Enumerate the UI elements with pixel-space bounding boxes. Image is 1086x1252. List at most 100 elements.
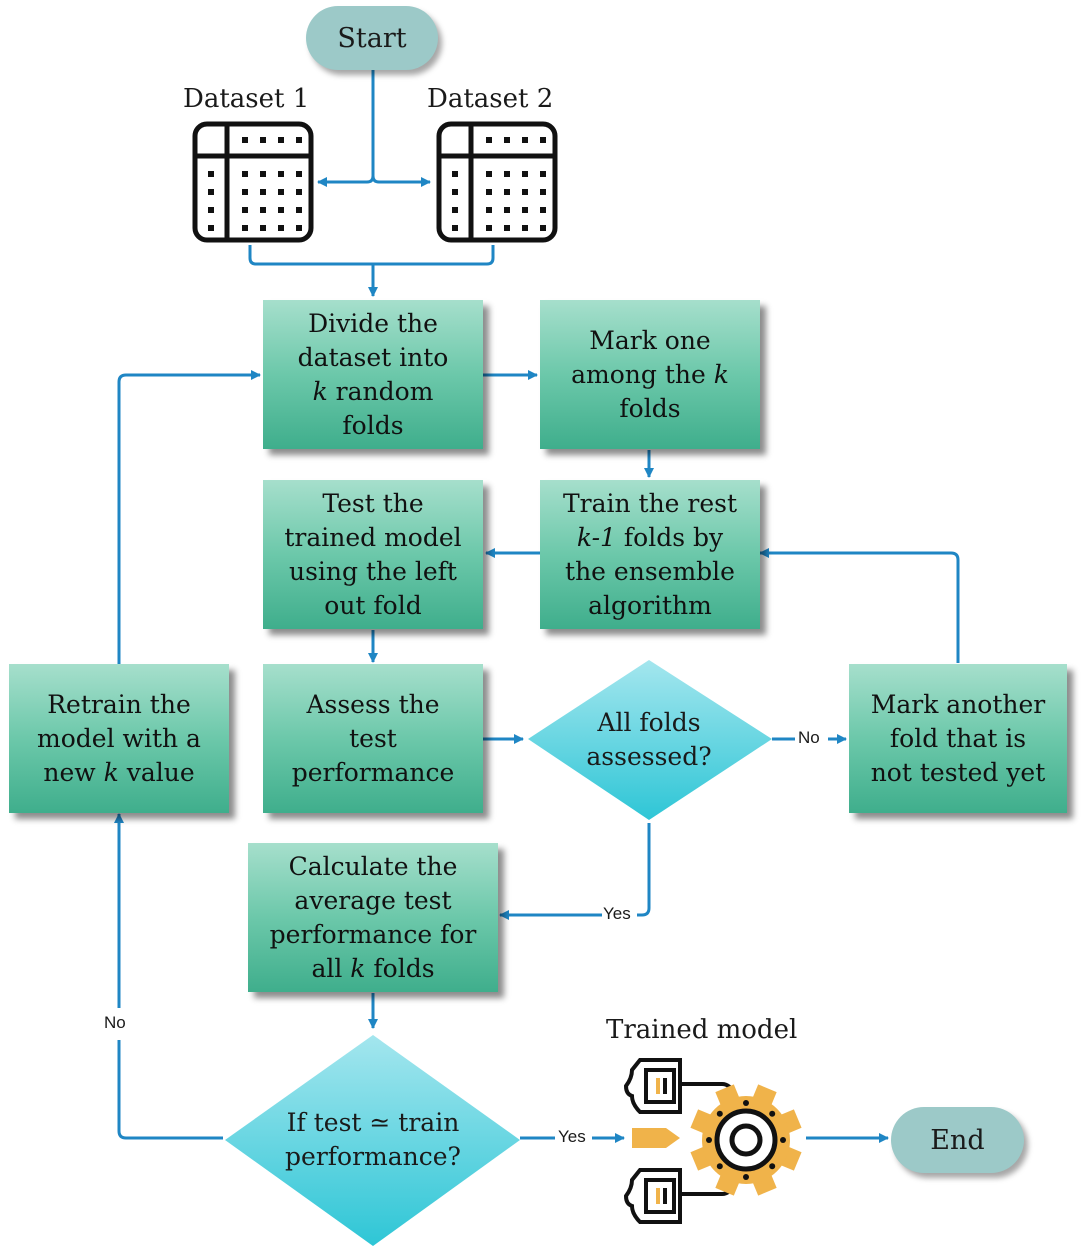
step-text: among the [571,359,714,389]
dataset-cell-dot [208,225,214,231]
dataset-cell-dot [540,225,546,231]
step-mark-one-fold: Mark one among the k folds [540,300,760,449]
dataset-cell-dot [522,171,528,177]
step-text: Test the [322,488,424,518]
step-text: folds [342,410,404,440]
dataset-cell-dot [260,189,266,195]
end-label: End [930,1124,985,1156]
dataset-cell-dot [486,225,492,231]
step-text: Retrain the [47,689,191,719]
step-assess-performance: Assess the test performance [263,664,483,813]
step-divide-dataset: Divide the dataset into k random folds [263,300,483,449]
step-text: Assess the [306,689,440,719]
gear-dot [716,1163,723,1170]
step-text: Calculate the [288,851,458,881]
step-text: test [349,723,397,753]
step-text: using the left [289,556,457,586]
step-text: fold that is [889,723,1027,753]
dataset-cell-dot [504,225,510,231]
step-text: Train the rest [562,488,738,518]
dataset-cell-dot [278,189,284,195]
decision-text: performance? [285,1142,461,1171]
gear-dot [743,1174,749,1180]
dataset-cell-dot [522,189,528,195]
gear-dot [780,1137,786,1143]
step-retrain-model: Retrain the model with a new k value [9,664,229,813]
dataset-cell-dot [260,137,266,143]
dataset-cell-dot [540,137,546,143]
step-text: dataset into [297,342,449,372]
dataset-cell-dot [522,207,528,213]
decision-text: All folds [597,708,701,737]
step-text: folds [365,953,435,983]
dataset-cell-dot [486,137,492,143]
edge-label-yes-test-train: Yes [557,1127,587,1146]
step-train-rest: Train the rest k-1 folds by the ensemble… [540,480,760,629]
dataset-cell-dot [504,207,510,213]
end-terminal: End [891,1107,1024,1173]
edge-markanother-train [759,548,960,663]
edge-dataset-merge [248,245,495,266]
step-text: trained model [284,522,462,552]
dataset-cell-dot [242,207,248,213]
edge-retrain-divide [117,370,261,665]
dataset-1-label: Dataset 1 [183,84,310,114]
dataset-cell-dot [208,171,214,177]
gear-dot [769,1110,776,1117]
step-text: out fold [324,590,422,620]
dataset-cell-dot [522,137,528,143]
decision-text: If test ≃ train [286,1108,460,1137]
dataset-cell-dot [208,207,214,213]
step-text: not tested yet [870,757,1046,787]
dataset-cell-dot [452,171,458,177]
dataset-cell-dot [260,225,266,231]
dataset-cell-dot [504,137,510,143]
start-label: Start [337,22,407,54]
dataset-cell-dot [296,207,302,213]
dataset-cell-dot [452,225,458,231]
edge-label-yes-all-folds: Yes [602,904,632,923]
decision-test-train-shape [225,1035,520,1246]
dataset-2-label: Dataset 2 [427,84,554,114]
dataset-2-icon [436,121,558,243]
gear-dot [769,1163,776,1170]
gear-dot [716,1110,723,1117]
step-text: algorithm [588,590,712,620]
decision-all-folds: All folds assessed? [548,690,750,790]
dataset-cell-dot [242,171,248,177]
step-text: k [103,757,119,787]
dataset-cell-dot [278,137,284,143]
step-text: k-1 [576,522,616,552]
dataset-cell-dot [486,207,492,213]
trained-model-icon [623,1058,802,1224]
dataset-cell-dot [278,171,284,177]
step-text: performance for [269,919,477,949]
dataset-cell-dot [504,189,510,195]
dataset-cell-dot [486,171,492,177]
dataset-cell-dot [278,207,284,213]
dataset-1-icon [192,121,314,243]
dataset-cell-dot [208,189,214,195]
dataset-cell-dot [296,189,302,195]
start-terminal: Start [306,6,438,70]
step-text: all [311,953,351,983]
edge-start-split [317,70,375,187]
dataset-cell-dot [242,189,248,195]
dataset-cell-dot [452,207,458,213]
step-text: model with a [37,723,201,753]
dataset-cell-dot [504,171,510,177]
step-text: k [713,359,729,389]
dataset-cell-dot [486,189,492,195]
dataset-cell-dot [242,137,248,143]
step-text: k [350,953,366,983]
dataset-cell-dot [540,171,546,177]
step-text: performance [291,757,455,787]
step-text: random [327,376,434,406]
dataset-cell-dot [296,137,302,143]
dataset-cell-dot [278,225,284,231]
dataset-cell-dot [540,207,546,213]
step-text: new [43,757,104,787]
model-block-bottom-icon [623,1168,736,1224]
step-calculate-average: Calculate the average test performance f… [248,843,498,992]
